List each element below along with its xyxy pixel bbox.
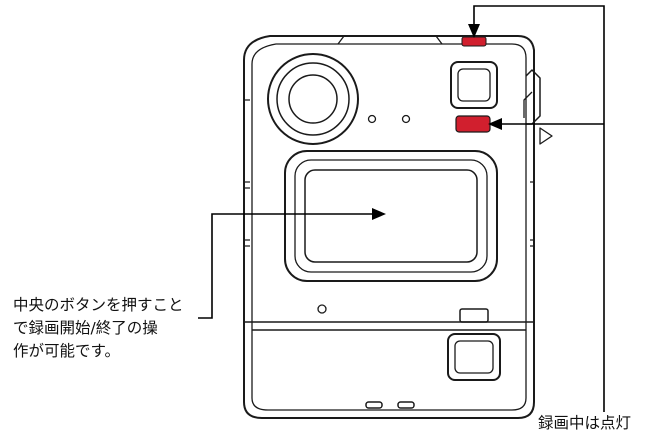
callout-line-3: 作が可能です。	[13, 342, 120, 360]
center-button-arrow	[198, 208, 386, 319]
top-function-button	[450, 61, 498, 109]
front-recording-indicator	[455, 115, 491, 133]
top-recording-indicator	[461, 36, 487, 47]
center-record-button	[284, 150, 498, 282]
recording-indicator-callout: 録画中は点灯	[538, 414, 632, 432]
microphone-holes	[317, 114, 411, 314]
callout-line-2: で録画開始/終了の操	[13, 319, 158, 337]
center-button-callout: 中央のボタンを押すこと で録画開始/終了の操 作が可能です。	[13, 294, 218, 363]
callout-line-1: 中央のボタンを押すこと	[13, 296, 184, 314]
bottom-vents	[365, 401, 415, 409]
indicator-slot	[459, 308, 489, 323]
camera-lens	[267, 53, 359, 145]
indicator-arrows	[468, 5, 605, 412]
bottom-function-button	[447, 333, 501, 381]
